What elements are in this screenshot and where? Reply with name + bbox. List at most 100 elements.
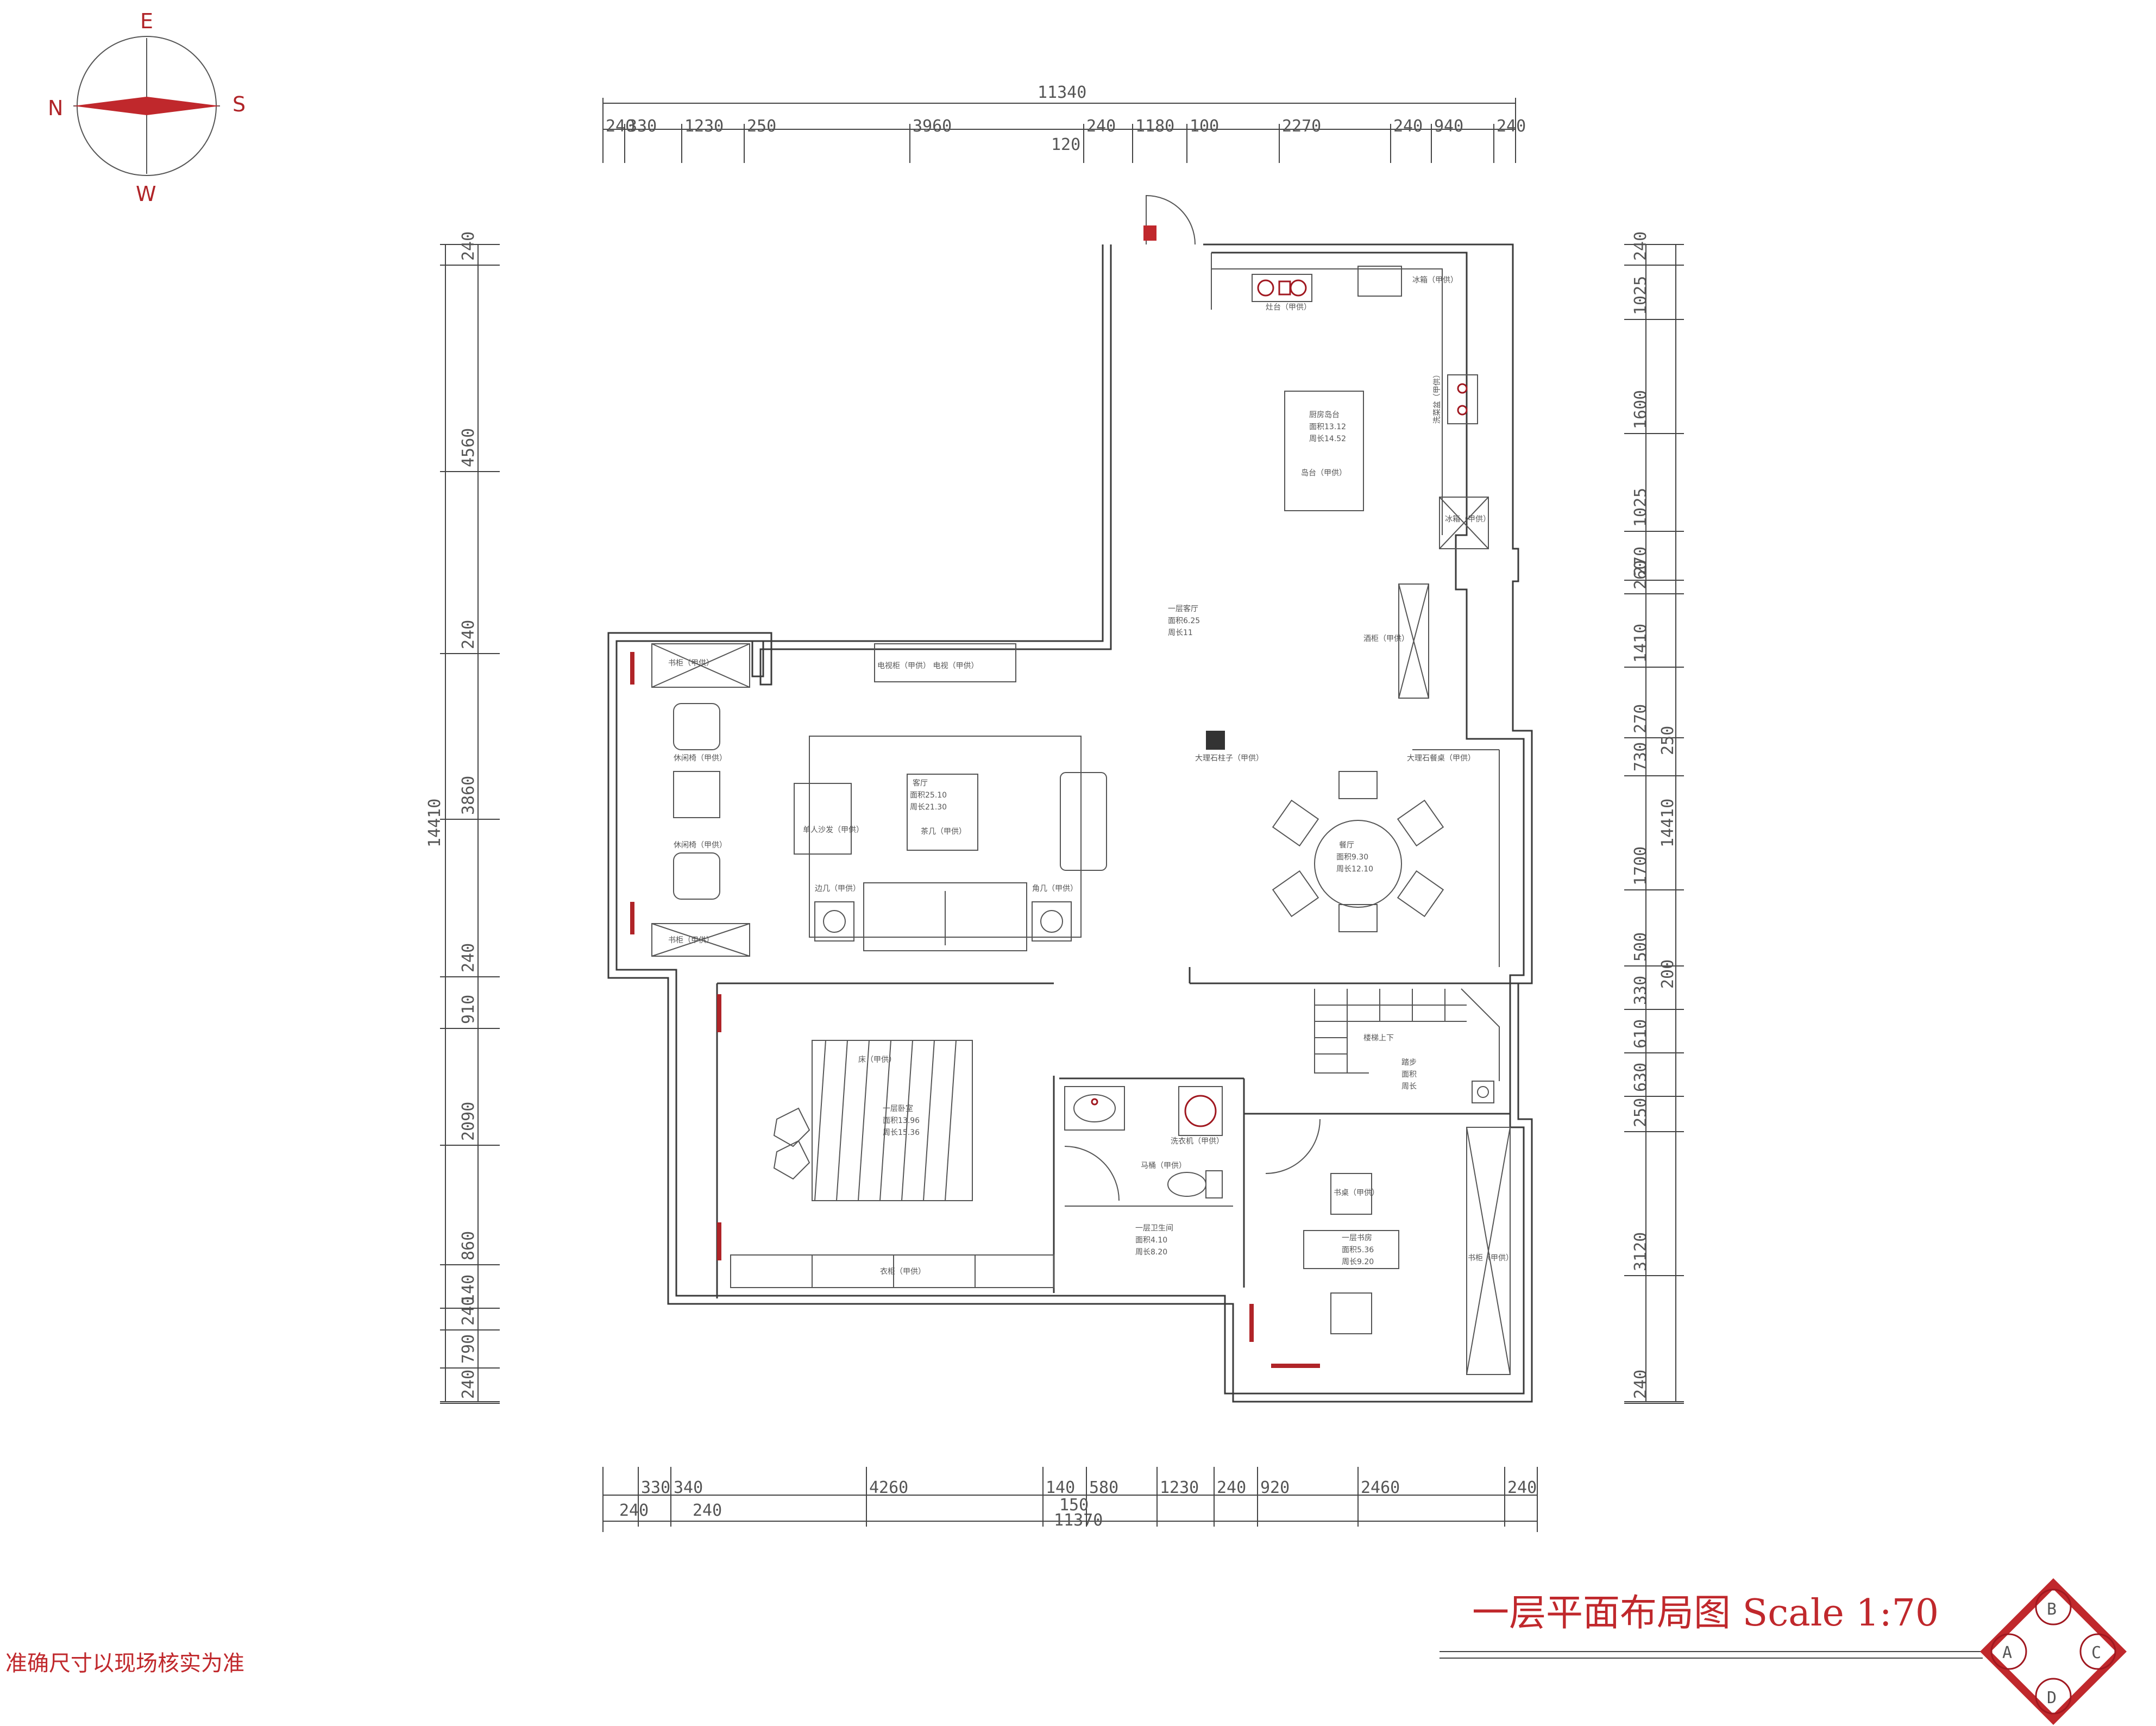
bedroom-l2: 面积13.96 (883, 1116, 920, 1125)
dim-top-seg: 330 (627, 117, 657, 136)
inner-wall (615, 244, 1525, 1395)
dim-right-seg: 270 (1631, 547, 1650, 576)
dim-bottom-seg: 240 (1217, 1478, 1246, 1497)
dim-bottom-seg: 140 (1046, 1478, 1075, 1497)
dim-right-seg: 260 (1631, 560, 1650, 589)
dim-top-sub: 120 (1051, 135, 1080, 154)
tv-cabinet (874, 643, 1016, 682)
dim-right-sub: 200 (1658, 959, 1677, 989)
stair-outline (1314, 989, 1369, 1074)
floor-drain-icon (1472, 1081, 1494, 1103)
kitchen-island (1284, 391, 1364, 511)
bedroom: 床（甲供） 一层卧室 面积13.96 周长15.36 衣柜（甲供） (730, 1040, 1054, 1288)
bookcase-bottom (651, 923, 750, 957)
wine-cabinet (1398, 583, 1429, 699)
dim-right-sub: 250 (1658, 726, 1677, 755)
walls (607, 194, 1533, 1403)
living-l1: 客厅 (913, 779, 928, 788)
bath-door-icon (1064, 1146, 1120, 1201)
side-table2-label: 角几（甲供） (1032, 884, 1078, 893)
main-sofa (863, 882, 1027, 951)
dining-l3: 周长12.10 (1336, 865, 1373, 874)
bookcase-label: 书柜（甲供） (1468, 1254, 1513, 1263)
toilet-icon (1167, 1172, 1206, 1197)
tv-label: 电视柜（甲供） 电视（甲供） (877, 662, 978, 670)
bath-l2: 面积4.10 (1135, 1236, 1167, 1245)
sofa-single-label: 单人沙发（甲供） (803, 826, 864, 834)
dim-right-seg: 500 (1631, 932, 1650, 962)
dim-bottom-seg: 1230 (1160, 1478, 1199, 1497)
curtain-icon (630, 902, 634, 934)
sink-icon (1447, 374, 1478, 424)
dim-right-seg: 1025 (1631, 276, 1650, 315)
kitchen-top-label: 冰箱（甲供） (1412, 276, 1458, 285)
dim-right-seg: 730 (1631, 742, 1650, 771)
kitchen-counter (1211, 268, 1443, 535)
outer-wall (607, 243, 1533, 1403)
wine-label: 酒柜（甲供） (1363, 635, 1409, 643)
section-badge: B A C D (1980, 1578, 2127, 1725)
dim-bottom-sub: 240 (619, 1501, 649, 1520)
dim-right-seg: 1700 (1631, 846, 1650, 886)
hall-l1: 一层客厅 (1168, 604, 1198, 613)
pillow-icon-2 (773, 1140, 810, 1180)
fridge-icon (1439, 497, 1489, 549)
dim-right-seg: 610 (1631, 1019, 1650, 1049)
dim-left-seg: 860 (459, 1231, 478, 1260)
dim-bottom-seg: 330 (641, 1478, 670, 1497)
single-sofa (794, 783, 852, 855)
dim-right-seg: 1410 (1631, 624, 1650, 663)
dim-top-seg: 940 (1434, 117, 1463, 136)
compass-needle-icon (73, 97, 220, 115)
compass-east: E (140, 9, 153, 33)
dim-right-total: 14410 (1658, 799, 1677, 848)
stove-icon (1252, 274, 1312, 302)
bathroom: 洗衣机（甲供） 马桶（甲供） 一层卫生间 面积4.10 周长8.20 (1064, 1086, 1224, 1257)
bedroom-l1: 一层卧室 (883, 1104, 913, 1113)
kitchen: 灶台（甲供） 冰箱（甲供） 洗菜盆（甲供） 冰箱（甲供） 厨房岛台 面积13.1… (1168, 253, 1491, 763)
dim-top-seg: 240 (1393, 117, 1423, 136)
dim-bottom-seg: 240 (1507, 1478, 1537, 1497)
office-chair-top (1330, 1173, 1372, 1215)
dim-top-seg: 240 (1497, 117, 1526, 136)
dim-left-seg: 2090 (459, 1102, 478, 1141)
bed-hatch (814, 1040, 957, 1201)
compass: E N S W (48, 9, 246, 206)
washer-label: 洗衣机（甲供） (1171, 1137, 1224, 1146)
dim-top-seg: 3960 (913, 117, 952, 136)
bookcase (1466, 1127, 1511, 1375)
office-l3: 周长9.20 (1342, 1258, 1374, 1266)
dim-right-seg: 250 (1631, 1098, 1650, 1127)
badge-c: C (2091, 1643, 2101, 1662)
toilet-label: 马桶（甲供） (1141, 1162, 1186, 1170)
stair-l1: 楼梯上下 (1363, 1034, 1394, 1043)
bath-l1: 一层卫生间 (1135, 1224, 1173, 1233)
entry-door-icon (1146, 194, 1196, 245)
stair-l2: 踏步 (1401, 1058, 1417, 1067)
page-title: 一层平面布局图 Scale 1:70 (1472, 1592, 1939, 1635)
compass-north: N (48, 96, 63, 120)
badge-d: D (2047, 1689, 2057, 1708)
armchair1-label: 休闲椅（甲供） (674, 754, 727, 763)
pillar-label: 大理石柱子（甲供） (1195, 754, 1264, 763)
bedroom-l3: 周长15.36 (883, 1128, 920, 1137)
armchair2-label: 休闲椅（甲供） (674, 841, 727, 850)
curtain-icon (717, 1222, 721, 1260)
dim-left-seg: 240 (459, 943, 478, 972)
side-table-label: 边几（甲供） (815, 884, 860, 893)
oven-icon (1357, 266, 1402, 297)
office-l1: 一层书房 (1342, 1234, 1372, 1242)
dim-bottom-seg: 920 (1260, 1478, 1290, 1497)
dim-right-seg: 240 (1631, 1370, 1650, 1399)
bath-l3: 周长8.20 (1135, 1248, 1167, 1257)
stair-l3: 面积 (1401, 1070, 1417, 1079)
curtain-icon (717, 994, 721, 1032)
dim-bottom-seg: 4260 (869, 1478, 908, 1497)
dim-bottom-sub: 150 (1059, 1496, 1089, 1515)
dining-cab-label: 大理石餐桌（甲供） (1407, 754, 1475, 763)
dining-table (1314, 820, 1402, 908)
dim-top-seg: 250 (747, 117, 776, 136)
dim-left-seg: 3860 (459, 776, 478, 815)
